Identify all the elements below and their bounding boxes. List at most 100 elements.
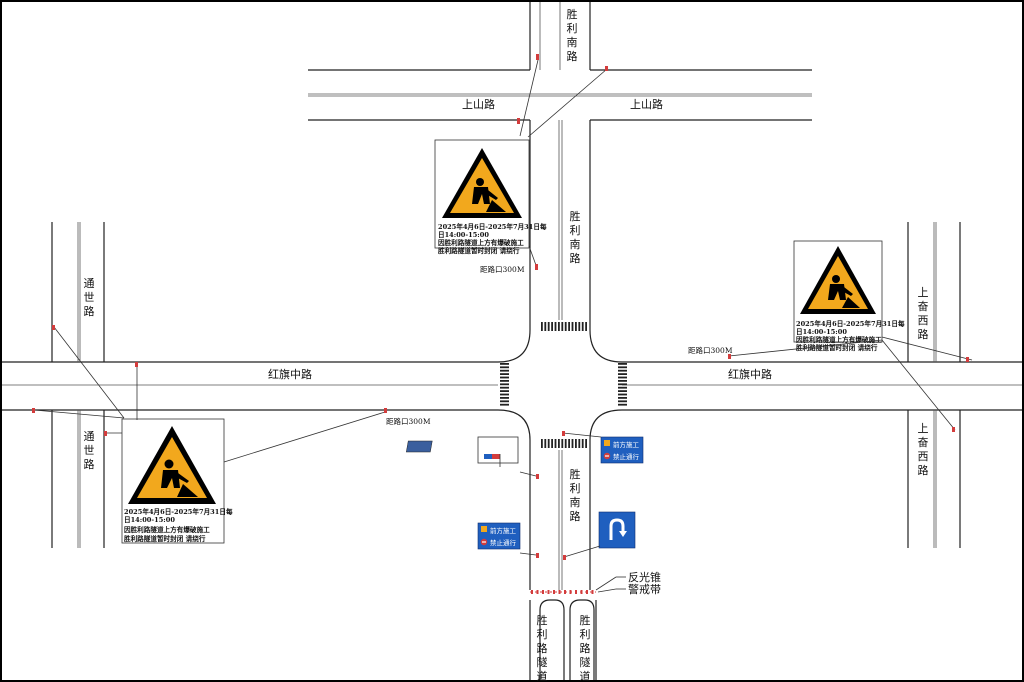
road-label-tongshi-top: 通世路 bbox=[84, 277, 95, 318]
crosswalk-stripe bbox=[564, 439, 567, 448]
crosswalk-stripe bbox=[581, 322, 584, 331]
crosswalk-stripe bbox=[618, 363, 627, 365]
crosswalk-stripe bbox=[558, 322, 560, 331]
crosswalk-stripe bbox=[500, 383, 509, 386]
cone-markers bbox=[32, 54, 969, 560]
road-label-shenglinan-bottom: 胜利南路 bbox=[570, 467, 581, 523]
svg-text:2025年4月6日-2025年7月31日每: 2025年4月6日-2025年7月31日每 bbox=[124, 507, 233, 516]
traffic-cone bbox=[558, 590, 561, 594]
crosswalk-stripe bbox=[581, 439, 584, 448]
svg-text:胜利路隧道暂时封闭 请绕行: 胜利路隧道暂时封闭 请绕行 bbox=[437, 246, 520, 255]
crosswalk-stripe bbox=[547, 322, 550, 331]
solar-flashing-light-icon bbox=[406, 436, 519, 467]
svg-text:反光锥: 反光锥 bbox=[628, 570, 661, 584]
crosswalk-stripe bbox=[554, 322, 557, 331]
svg-text:胜利南路: 胜利南路 bbox=[567, 7, 578, 63]
svg-text:2025年4月6日-2025年7月31日每: 2025年4月6日-2025年7月31日每 bbox=[438, 222, 547, 231]
svg-text:前方施工: 前方施工 bbox=[490, 526, 517, 535]
crosswalk-stripe bbox=[500, 373, 509, 375]
svg-text:上奋西路: 上奋西路 bbox=[918, 422, 929, 477]
crosswalk-stripe bbox=[618, 366, 627, 369]
svg-text:胜利路隧道: 胜利路隧道 bbox=[580, 613, 591, 682]
svg-text:通世路: 通世路 bbox=[84, 430, 95, 471]
crosswalk-stripe bbox=[564, 322, 567, 331]
svg-text:因胜利路隧道上方有爆破施工: 因胜利路隧道上方有爆破施工 bbox=[124, 525, 210, 534]
svg-text:2025年4月6日-2025年7月31日每: 2025年4月6日-2025年7月31日每 bbox=[796, 319, 905, 328]
svg-text:胜利路隧道暂时封闭 请绕行: 胜利路隧道暂时封闭 请绕行 bbox=[123, 534, 206, 543]
svg-text:日14:00-15:00: 日14:00-15:00 bbox=[124, 516, 175, 524]
traffic-cone bbox=[531, 590, 533, 594]
crosswalk-stripe bbox=[541, 322, 543, 331]
leader-lines bbox=[33, 59, 973, 558]
crosswalk-stripe bbox=[618, 373, 627, 375]
crosswalk-stripe bbox=[618, 403, 627, 406]
crosswalk-stripe bbox=[578, 322, 581, 331]
crosswalk-stripe bbox=[500, 390, 509, 392]
svg-text:胜利路隧道: 胜利路隧道 bbox=[537, 613, 548, 682]
crosswalk-stripe bbox=[500, 393, 509, 396]
crosswalk-stripe bbox=[541, 439, 543, 448]
ahead-work-sign-top: 前方施工 禁止通行 bbox=[600, 436, 644, 464]
road-label-shanglu-left: 上山路 bbox=[462, 98, 495, 111]
distance-label-east: 距路口300M bbox=[688, 345, 733, 355]
road-label-shangfenxi-bottom: 上奋西路 bbox=[918, 422, 929, 477]
traffic-cone bbox=[569, 590, 572, 594]
svg-text:胜利南路: 胜利南路 bbox=[570, 209, 581, 265]
crosswalk-stripe bbox=[500, 363, 509, 365]
crosswalk-stripe bbox=[618, 397, 627, 399]
crosswalk-stripe bbox=[618, 400, 627, 403]
work-sign-east: 2025年4月6日-2025年7月31日每 日14:00-15:00 因胜利路隧… bbox=[793, 240, 905, 352]
crosswalk-stripe bbox=[551, 322, 553, 331]
road-label-shenglinan-mid: 胜利南路 bbox=[570, 209, 581, 265]
distance-label-west: 距路口300M bbox=[386, 416, 431, 426]
crosswalk-stripe bbox=[568, 322, 570, 331]
cone-tape-line bbox=[530, 590, 596, 594]
ahead-work-sign-bottom: 前方施工 禁止通行 bbox=[477, 522, 521, 550]
work-sign-north: 2025年4月6日-2025年7月31日每 日14:00-15:00 因胜利路隧… bbox=[434, 139, 547, 255]
svg-text:前方施工: 前方施工 bbox=[613, 440, 640, 449]
crosswalk-stripe bbox=[544, 322, 547, 331]
construction-worker-icon bbox=[442, 148, 522, 218]
traffic-cone bbox=[575, 590, 577, 594]
legend-tape: 警戒带 bbox=[597, 582, 661, 596]
construction-worker-icon bbox=[800, 246, 876, 314]
traffic-cone bbox=[580, 590, 583, 594]
crosswalk-stripe bbox=[585, 439, 587, 448]
crosswalk-stripe bbox=[585, 322, 587, 331]
road-label-shenglinan-top: 胜利南路 bbox=[567, 7, 578, 63]
work-sign-west: 2025年4月6日-2025年7月31日每 日14:00-15:00 因胜利路隧… bbox=[121, 418, 233, 544]
svg-text:通世路: 通世路 bbox=[84, 277, 95, 318]
road-label-hongqi-left: 红旗中路 bbox=[268, 367, 312, 381]
u-turn-icon bbox=[598, 511, 636, 549]
crosswalk-stripe bbox=[561, 439, 564, 448]
traffic-cone bbox=[591, 590, 594, 594]
svg-text:禁止通行: 禁止通行 bbox=[490, 538, 517, 547]
crosswalk-stripe bbox=[500, 376, 509, 379]
crosswalk-stripe bbox=[500, 369, 509, 372]
crosswalk-stripe bbox=[575, 439, 577, 448]
road-label-tongshi-bottom: 通世路 bbox=[84, 430, 95, 471]
road-label-tunnel-right: 胜利路隧道 bbox=[580, 613, 591, 682]
crosswalks bbox=[500, 322, 627, 448]
traffic-cone bbox=[564, 590, 566, 594]
road-labels: 胜利南路 上山路 上山路 胜利南路 胜利南路 通世路 通世路 上奋西路 上奋西路… bbox=[84, 7, 929, 682]
road-label-hongqi-right: 红旗中路 bbox=[728, 367, 772, 381]
crosswalk-stripe bbox=[551, 439, 553, 448]
crosswalk-stripe bbox=[500, 400, 509, 403]
crosswalk-stripe bbox=[618, 393, 627, 396]
crosswalk-stripe bbox=[554, 439, 557, 448]
crosswalk-stripe bbox=[618, 383, 627, 386]
svg-text:禁止通行: 禁止通行 bbox=[613, 452, 640, 461]
road-label-shangfenxi-top: 上奋西路 bbox=[918, 286, 929, 341]
legend-cone: 反光锥 bbox=[595, 570, 661, 591]
traffic-cone bbox=[542, 590, 544, 594]
road-label-tunnel-left: 胜利路隧道 bbox=[537, 613, 548, 682]
traffic-cone bbox=[547, 590, 550, 594]
svg-text:日14:00-15:00: 日14:00-15:00 bbox=[438, 231, 489, 239]
svg-text:因胜利路隧道上方有爆破施工: 因胜利路隧道上方有爆破施工 bbox=[796, 335, 882, 344]
crosswalk-stripe bbox=[575, 322, 577, 331]
svg-text:胜利路隧道暂时封闭 请绕行: 胜利路隧道暂时封闭 请绕行 bbox=[795, 343, 878, 352]
